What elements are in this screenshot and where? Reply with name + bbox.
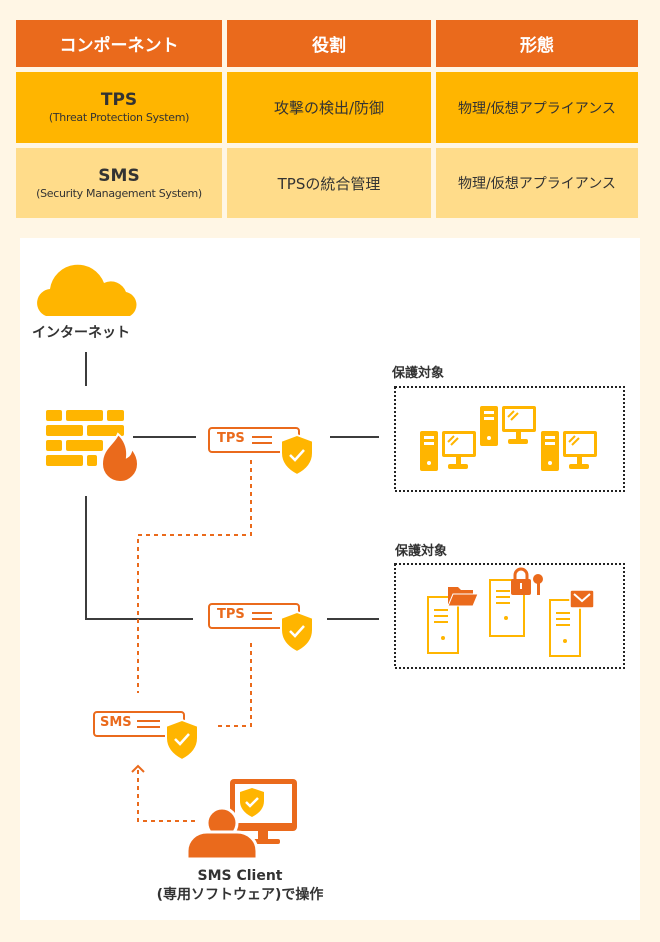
tps-label-1: TPS bbox=[217, 431, 245, 446]
protected-label-1: 保護対象 bbox=[392, 366, 445, 381]
line-firewall-tps2 bbox=[85, 496, 193, 620]
shield-check-icon bbox=[280, 433, 314, 477]
tps-name-cell: TPS (Threat Protection System) bbox=[16, 72, 222, 143]
header-form: 形態 bbox=[436, 20, 638, 67]
sms-label: SMS bbox=[100, 715, 132, 730]
mgmt-line-tps1 bbox=[137, 460, 252, 693]
key-icon bbox=[533, 574, 543, 595]
component-table: コンポーネント 役割 形態 TPS (Threat Protection Sys… bbox=[16, 20, 640, 218]
tps-appliance-1 bbox=[208, 427, 314, 477]
client-label-line1: SMS Client bbox=[197, 868, 283, 884]
mgmt-line-tps2 bbox=[218, 643, 252, 727]
header-role: 役割 bbox=[227, 20, 431, 67]
lock-icon bbox=[511, 567, 531, 595]
protected-area-1 bbox=[394, 386, 625, 492]
sms-form: 物理/仮想アプライアンス bbox=[436, 148, 638, 218]
sms-appliance bbox=[93, 711, 199, 762]
internet-label: インターネット bbox=[32, 325, 130, 341]
network-diagram: インターネット 保護対象 保護対象 TPS TPS SMS SMS Client… bbox=[20, 238, 640, 920]
server-icon bbox=[427, 567, 595, 657]
management-lines bbox=[137, 460, 252, 822]
protected-label-2: 保護対象 bbox=[395, 544, 448, 559]
client-label: SMS Client (専用ソフトウェア)で操作 bbox=[140, 867, 340, 905]
arrow-up-icon bbox=[131, 764, 145, 773]
sms-name: SMS bbox=[98, 165, 140, 186]
tps-fullname: (Threat Protection System) bbox=[48, 111, 190, 124]
sms-role: TPSの統合管理 bbox=[227, 148, 431, 218]
sms-fullname: (Security Management System) bbox=[36, 186, 202, 200]
tps-form: 物理/仮想アプライアンス bbox=[436, 72, 638, 143]
tps-label-2: TPS bbox=[217, 607, 245, 622]
mgmt-line-client bbox=[137, 768, 195, 822]
sms-name-cell: SMS (Security Management System) bbox=[16, 148, 222, 218]
tps-role: 攻撃の検出/防御 bbox=[227, 72, 431, 143]
mail-icon bbox=[569, 589, 595, 609]
tps-appliance-2 bbox=[208, 603, 314, 654]
protected-area-2 bbox=[394, 563, 625, 669]
cloud-icon bbox=[37, 264, 137, 316]
firewall-icon bbox=[46, 410, 124, 466]
client-label-line2: (専用ソフトウェア)で操作 bbox=[156, 887, 324, 903]
diagram-canvas bbox=[37, 264, 625, 861]
header-component: コンポーネント bbox=[16, 20, 222, 67]
desktop-computer-icon bbox=[420, 406, 597, 471]
network-lines bbox=[85, 352, 379, 620]
tps-name: TPS bbox=[100, 90, 138, 110]
fire-icon bbox=[100, 432, 140, 484]
user-body bbox=[185, 830, 259, 861]
user-monitor-icon bbox=[185, 779, 297, 861]
